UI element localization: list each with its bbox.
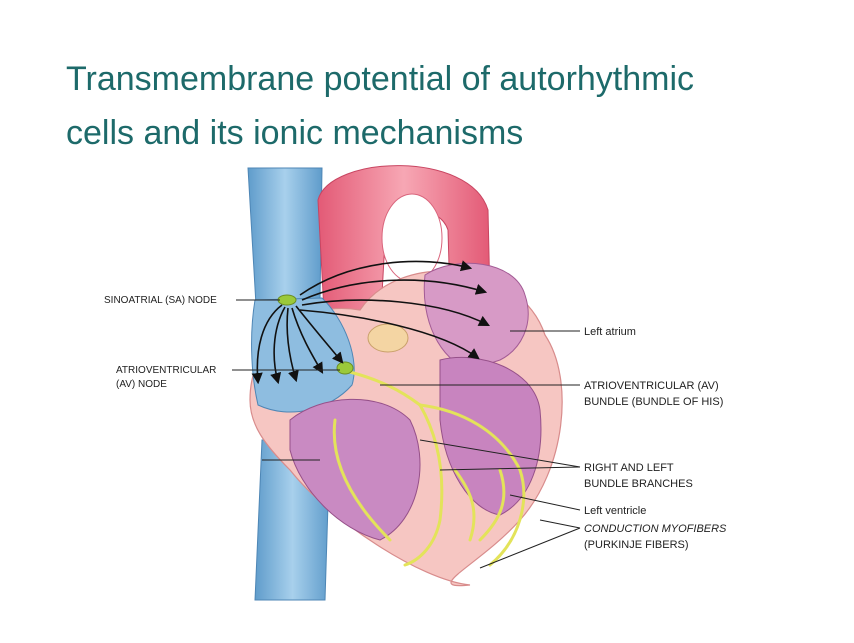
label-purkinje-line1: CONDUCTION MYOFIBERS: [584, 523, 727, 535]
aorta-lumen: [381, 193, 443, 283]
label-bundle-branches-line1: RIGHT AND LEFT: [584, 462, 674, 474]
label-av-node-line2: (AV) NODE: [116, 379, 167, 390]
page-title: Transmembrane potential of autorhythmic …: [66, 52, 826, 160]
sa-node-marker: [277, 294, 297, 306]
pulmonary-valve: [367, 323, 409, 353]
label-av-bundle-line1: ATRIOVENTRICULAR (AV): [584, 380, 719, 392]
label-av-node-line1: ATRIOVENTRICULAR: [116, 365, 216, 376]
label-sa-node: SINOATRIAL (SA) NODE: [104, 295, 217, 306]
right-ventricle: [289, 398, 421, 541]
av-node-marker: [336, 361, 354, 375]
label-left-atrium: Left atrium: [584, 326, 636, 338]
impulse-arrows: [251, 260, 490, 385]
label-purkinje-line2: (PURKINJE FIBERS): [584, 539, 689, 551]
label-left-ventricle: Left ventricle: [584, 505, 646, 517]
superior-vena-cava: [247, 167, 323, 306]
page-title-line2: cells and its ionic mechanisms: [66, 114, 524, 152]
left-ventricle: [439, 356, 542, 516]
label-av-bundle-line2: BUNDLE (BUNDLE OF HIS): [584, 396, 723, 408]
page-title-line1: Transmembrane potential of autorhythmic: [66, 60, 695, 98]
leader-lines: [232, 299, 581, 569]
conduction-system: [332, 370, 526, 567]
label-bundle-branches-line2: BUNDLE BRANCHES: [584, 478, 693, 490]
